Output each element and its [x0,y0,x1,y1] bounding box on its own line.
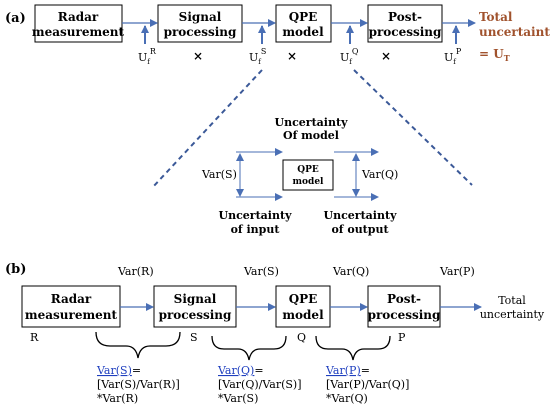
panel-b-label: (b) [5,262,26,277]
inset-output-label: Uncertainty [324,209,398,222]
panel-a-box-radar: Radar measurement [32,4,125,43]
box-title: measurement [25,308,118,322]
panel-b-total-label: Total [498,294,526,307]
panel-b-total-label: uncertainty [480,308,545,321]
box-letter: S [190,331,198,344]
panel-b-braces [95,331,391,361]
formula-1-factor: *Var(R) [97,392,138,405]
box-title: processing [369,25,442,39]
box-title: model [282,25,324,39]
panel-a-times-symbols: × × × [193,49,391,63]
inset-box-title: model [293,177,325,187]
panel-b-formulas: Var(S)= [Var(S)/Var(R)] *Var(R) Var(Q)= … [96,364,409,405]
box-title: processing [159,308,232,322]
inset-var-in: Var(S) [201,168,237,181]
box-title: Signal [174,292,217,306]
total-label: uncertainty [479,25,550,39]
total-equation: = UT [479,47,510,63]
inset-top-label: Uncertainty [275,116,349,129]
uf-s-label: UfS [249,47,266,66]
inset-box-title: QPE [297,165,319,175]
panel-b-var-labels: Var(R) Var(S) Var(Q) Var(P) [117,265,475,278]
box-title: QPE [289,10,318,24]
panel-a-box-post: Post- processing [367,4,443,43]
panel-a-total-uncertainty: Total uncertainty = UT [479,10,550,63]
box-title: QPE [289,292,318,306]
times-symbol: × [381,49,391,63]
box-title: Post- [387,292,421,306]
box-title: Radar [51,292,92,306]
panel-b-box-signal: Signal processing [153,285,237,328]
formula-1-head: Var(S)= [96,364,141,377]
box-title: measurement [32,25,125,39]
panel-a-box-qpe: QPE model [275,4,332,43]
times-symbol: × [287,49,297,63]
brace-1 [95,331,181,359]
inset-qpe-box [282,159,334,191]
panel-a-uf-labels: UfR UfS UfQ UfP [138,47,462,66]
brace-2 [211,335,287,361]
formula-2-ratio: [Var(Q)/Var(S)] [218,378,302,391]
box-letter: P [398,331,406,344]
box-title: model [282,308,324,322]
box-title: Signal [179,10,222,24]
uf-p-label: UfP [444,47,462,66]
times-symbol: × [193,49,203,63]
panel-a-label: (a) [5,11,26,26]
formula-2-head: Var(Q)= [217,364,264,377]
formula-1-ratio: [Var(S)/Var(R)] [97,378,180,391]
inset-output-label: of output [331,223,389,236]
inset-input-label: of input [231,223,281,236]
box-title: Radar [58,10,99,24]
inset-arrows [236,148,379,201]
box-letter: Q [297,331,306,344]
var-label: Var(Q) [332,265,369,278]
uf-r-label: UfR [138,47,157,66]
var-label: Var(R) [117,265,154,278]
panel-b-box-qpe: QPE model [275,285,331,328]
formula-2-factor: *Var(S) [218,392,258,405]
inset-var-out: Var(Q) [361,168,398,181]
total-label: Total [479,10,513,24]
box-title: processing [368,308,441,322]
formula-3-head: Var(P)= [325,364,370,377]
formula-3-ratio: [Var(P)/Var(Q)] [326,378,409,391]
box-title: Post- [388,10,422,24]
panel-b-box-post: Post- processing [367,285,441,328]
var-label: Var(S) [243,265,279,278]
panel-a-zoom-lines [151,69,473,189]
inset-top-label: Of model [283,129,339,142]
box-letter: R [30,331,39,344]
var-label: Var(P) [439,265,475,278]
panel-b-letters: R S Q P [30,331,406,344]
panel-a-inset: Uncertainty Of model QPE model Var(S) Va… [201,116,398,236]
panel-a-uncertainty-arrows [141,25,460,44]
formula-3-factor: *Var(Q) [326,392,368,405]
brace-3 [315,335,391,361]
inset-input-label: Uncertainty [219,209,293,222]
panel-a-box-signal: Signal processing [157,4,243,43]
panel-b-box-radar: Radar measurement [21,285,121,328]
uf-q-label: UfQ [340,47,359,66]
box-title: processing [164,25,237,39]
